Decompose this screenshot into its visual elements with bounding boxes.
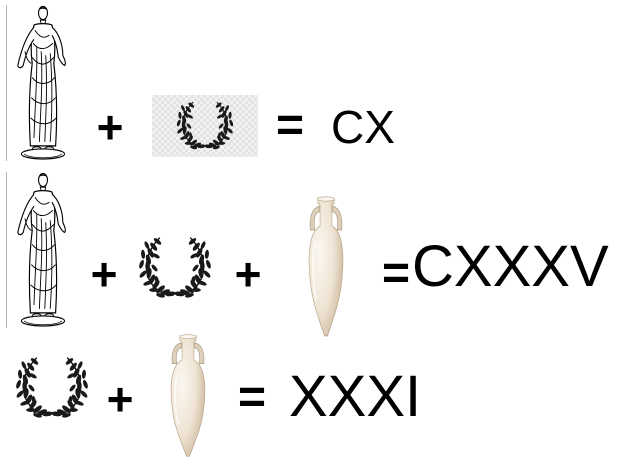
equation-row-2: + + = CXXXV	[0, 168, 627, 338]
plus-sign: +	[90, 248, 118, 300]
result-value: CX	[331, 101, 395, 153]
plus-sign: +	[106, 373, 134, 425]
plus-sign: +	[96, 101, 124, 153]
result-value: XXXI	[289, 364, 422, 429]
laurel-wreath-icon	[136, 230, 214, 306]
equation-row-1: + = CX	[0, 0, 627, 168]
amphora-icon	[162, 334, 214, 458]
plus-sign: +	[234, 248, 262, 300]
equals-sign: =	[381, 247, 411, 300]
equation-row-3: + = XXXI	[0, 334, 627, 461]
equals-sign: =	[275, 99, 305, 152]
result-value: CXXXV	[412, 234, 609, 299]
laurel-wreath-icon	[14, 350, 90, 426]
laurel-wreath-icon	[152, 95, 258, 157]
toga-man-icon	[6, 5, 79, 161]
amphora-icon	[300, 196, 352, 338]
equals-sign: =	[237, 371, 267, 424]
toga-man-icon	[6, 172, 79, 328]
